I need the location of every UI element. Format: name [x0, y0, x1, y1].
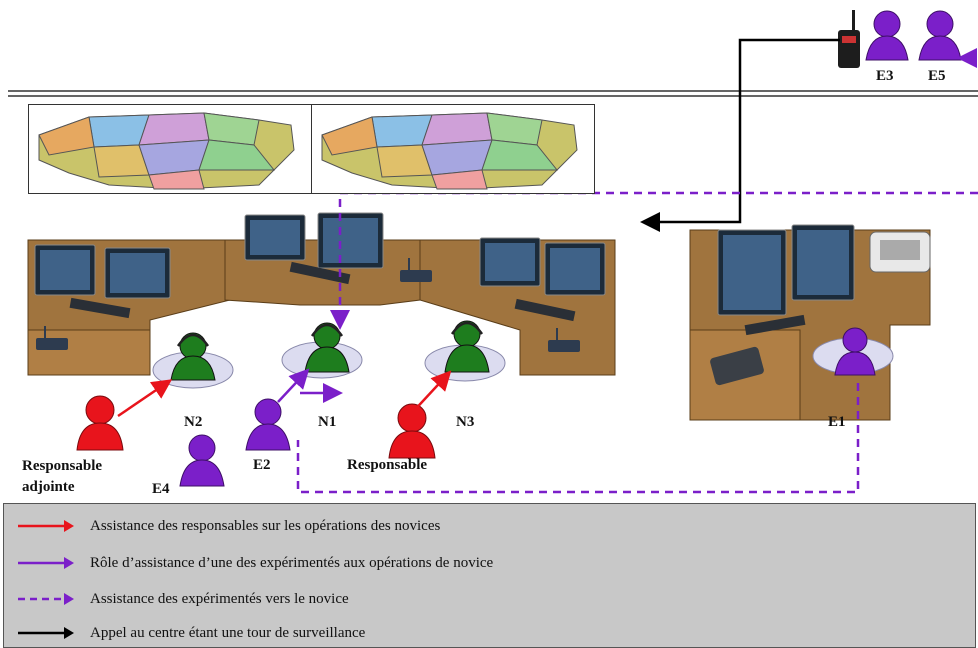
label-n3: N3 [456, 414, 475, 430]
black-arrow-icon [18, 627, 74, 639]
person-responsable [388, 403, 436, 459]
map-poland-2 [312, 105, 594, 193]
telephone-icon [710, 346, 764, 386]
legend-text: Appel au centre étant une tour de survei… [90, 624, 366, 641]
headset-icon [450, 321, 484, 335]
person-e3 [865, 10, 909, 61]
responsable-arrow [409, 370, 452, 416]
keyboard-icon [514, 298, 576, 322]
red-arrow-icon [18, 520, 74, 532]
keyboard-group [69, 261, 806, 336]
map-image [38, 112, 295, 190]
router-icon [548, 340, 580, 352]
legend-text: Assistance des expérimentés vers le novi… [90, 590, 349, 607]
router-icon [400, 270, 432, 282]
purple-arrow-icon [18, 557, 74, 569]
call-arrow [640, 38, 840, 232]
legend-item: Assistance des responsables sur les opér… [4, 514, 440, 538]
dashed-purple-arrow-icon [18, 593, 74, 605]
router-group [36, 258, 580, 352]
label-e5: E5 [928, 68, 946, 84]
keyboard-icon [744, 314, 806, 336]
label-e4: E4 [152, 481, 170, 497]
walkie-talkie-icon [838, 10, 860, 68]
legend-item: Appel au centre étant une tour de survei… [4, 621, 365, 645]
legend-text: Assistance des responsables sur les opér… [90, 517, 441, 534]
person-e1 [834, 327, 876, 376]
router-icon [36, 338, 68, 350]
person-e2 [245, 398, 291, 451]
person-responsable-adjointe [76, 395, 124, 451]
label-responsable-adjointe-1: Responsable [22, 458, 103, 474]
legend-item: Rôle d’assistance d’une des expérimentés… [4, 551, 493, 575]
label-e3: E3 [876, 68, 894, 84]
keyboard-icon [289, 261, 351, 285]
keyboard-icon [69, 297, 131, 319]
legend-text: Rôle d’assistance d’une des expérimentés… [90, 554, 494, 571]
headset-icon [310, 323, 344, 337]
label-n2: N2 [184, 414, 203, 430]
label-e1: E1 [828, 414, 846, 430]
person-e5 [918, 10, 962, 61]
wall-maps [28, 104, 595, 194]
person-n3 [444, 320, 490, 373]
person-e4 [179, 434, 225, 487]
label-responsable: Responsable [347, 457, 428, 473]
map-poland-1 [29, 105, 312, 193]
responsable-adjointe-arrow [117, 379, 173, 418]
label-n1: N1 [318, 414, 337, 430]
map-image [321, 112, 578, 190]
desk-phone-icon [869, 231, 931, 273]
legend-item: Assistance des expérimentés vers le novi… [4, 587, 349, 611]
e2-to-n1-arrow [277, 368, 310, 403]
person-n2 [170, 332, 216, 381]
legend-box: Assistance des responsables sur les opér… [3, 503, 976, 648]
label-e2: E2 [253, 457, 271, 473]
headset-icon [176, 333, 210, 347]
headset-group [176, 321, 484, 347]
label-responsable-adjointe-2: adjointe [22, 479, 75, 495]
